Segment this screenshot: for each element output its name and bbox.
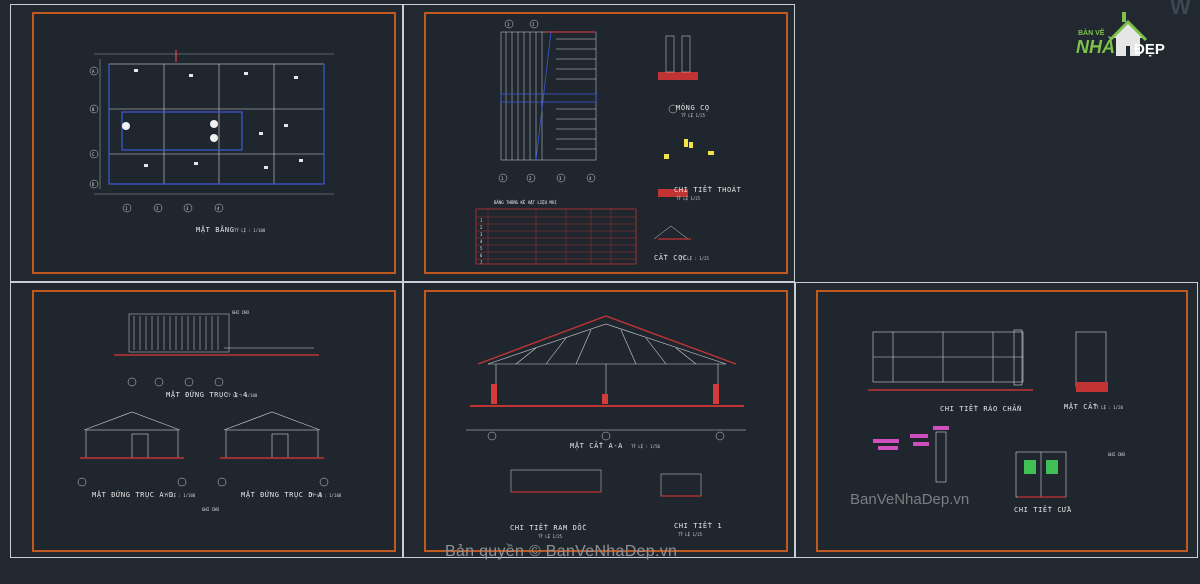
- fence-foundation-scale: TỶ LỆ : 1/20: [1094, 405, 1123, 410]
- table-row: 4: [480, 239, 483, 244]
- fence-foundation-title: MẶT CẮT: [1064, 403, 1098, 411]
- floor-plan-drawing: [89, 50, 334, 213]
- corner-letter: W: [1170, 0, 1191, 19]
- watermark-site: BanVeNhaDep.vn: [850, 491, 970, 508]
- roof-axis-top-2: 2: [532, 22, 535, 27]
- floor-plan-axis-x-4: 4: [217, 206, 220, 211]
- logo-brand-left: NHÀ: [1076, 37, 1115, 57]
- roof-detail-scale: TỶ LỆ 1/25: [676, 196, 701, 201]
- table-row: 7: [480, 260, 483, 265]
- table-row: 2: [480, 225, 483, 230]
- elevation-side-a-scale: TỶ LỆ : 1/100: [164, 493, 196, 498]
- floor-plan-axis-x-1: 1: [125, 206, 128, 211]
- roof-axis-bottom-4: 4: [589, 176, 592, 181]
- frame-bottom-right: [795, 282, 1198, 558]
- logo-top-text: BẢN VẼ: [1078, 30, 1105, 37]
- section-detail2-scale: TỶ LỆ 1/25: [678, 532, 703, 537]
- floor-plan-axis-y-d: D: [92, 182, 95, 187]
- elevation-note-top: GHI CHÚ: [232, 310, 249, 315]
- frame-top-left: [10, 4, 403, 282]
- roof-axis-bottom-1: 1: [501, 176, 504, 181]
- brand-logo[interactable]: BẢN VẼ NHÀ ĐẸP: [1072, 10, 1197, 68]
- elevation-front-title: MẶT ĐỨNG TRỤC 1-4: [166, 391, 248, 399]
- elevation-side-b-scale: TỶ LỆ : 1/100: [310, 493, 342, 498]
- sheet-section[interactable]: MẶT CẮT A-A TỶ LỆ : 1/50 CHI TIẾT RAM DỐ…: [424, 290, 788, 552]
- frame-bottom-left: [10, 282, 403, 558]
- frame-bottom-mid: [403, 282, 795, 558]
- elevation-side-a-title: MẶT ĐỨNG TRỤC A-D: [92, 491, 174, 499]
- elevation-front-scale: TỶ LỆ : 1/100: [226, 393, 258, 398]
- section-main-title: MẶT CẮT A-A: [570, 442, 623, 450]
- roof-detail-title: CHI TIẾT THOÁT: [674, 186, 742, 194]
- floor-plan-scale: TỶ LỆ : 1/100: [234, 228, 266, 233]
- table-row: 5: [480, 246, 483, 251]
- elevations-drawing: [77, 313, 329, 487]
- elevation-side-b-title: MẶT ĐỨNG TRỤC D-A: [241, 491, 323, 499]
- floor-plan-axis-x-2: 2: [156, 206, 159, 211]
- section-detail2-title: CHI TIẾT 1: [674, 522, 723, 530]
- frame-top-right: [403, 4, 795, 282]
- floor-plan-axis-y-c: C: [92, 152, 95, 157]
- sheet-fence-details[interactable]: CHI TIẾT RÀO CHẮN MẶT CẮT TỶ LỆ : 1/20 C…: [816, 290, 1188, 552]
- sheet-floor-plan[interactable]: 1 2 3 4 A B C D MẶT BẰNG TỶ LỆ : 1/100: [32, 12, 396, 274]
- floor-plan-axis-y-a: A: [92, 69, 95, 74]
- roof-axis-bottom-2: 2: [529, 176, 532, 181]
- logo-brand-right: ĐẸP: [1134, 41, 1165, 58]
- roof-plan-drawing: [475, 19, 714, 265]
- floor-plan-axis-x-3: 3: [186, 206, 189, 211]
- table-row: 6: [480, 253, 483, 258]
- roof-foundation-scale: TỶ LỆ 1/25: [681, 113, 706, 118]
- watermark-copyright: Bản quyền © BanVeNhaDep.vn: [445, 543, 678, 560]
- fence-title: CHI TIẾT RÀO CHẮN: [940, 405, 1022, 413]
- section-detail1-title: CHI TIẾT RAM DỐC: [510, 524, 588, 532]
- table-row: 1: [480, 218, 483, 223]
- floor-plan-axis-y-b: B: [92, 107, 95, 112]
- fence-note: GHI CHÚ: [1108, 452, 1125, 457]
- elevation-note-bottom: GHI CHÚ: [202, 507, 219, 512]
- section-main-scale: TỶ LỆ : 1/50: [631, 444, 660, 449]
- section-drawing: [466, 315, 746, 497]
- roof-cut-scale: TỶ LỆ : 1/25: [680, 256, 709, 261]
- roof-axis-top-1: 1: [507, 22, 510, 27]
- fence-details-drawing: [868, 329, 1108, 498]
- section-detail1-scale: TỶ LỆ 1/25: [538, 534, 563, 539]
- sheet-elevations[interactable]: GHI CHÚ MẶT ĐỨNG TRỤC 1-4 TỶ LỆ : 1/100 …: [32, 290, 396, 552]
- sheet-roof-plan[interactable]: 1 2 1 2 3 4 MÓNG CỌ TỶ LỆ 1/25 CHI TIẾT …: [424, 12, 788, 274]
- floor-plan-title: MẶT BẰNG: [196, 226, 235, 234]
- roof-foundation-title: MÓNG CỌ: [676, 104, 710, 112]
- roof-axis-bottom-3: 3: [559, 176, 562, 181]
- roof-material-table-title: BẢNG THỐNG KÊ VẬT LIỆU MÁI: [494, 200, 557, 205]
- table-row: 3: [480, 232, 483, 237]
- door-title: CHI TIẾT CỬA: [1014, 506, 1072, 514]
- roof-cut-title: CẮT CỌC: [654, 254, 688, 262]
- house-icon: [1108, 12, 1148, 56]
